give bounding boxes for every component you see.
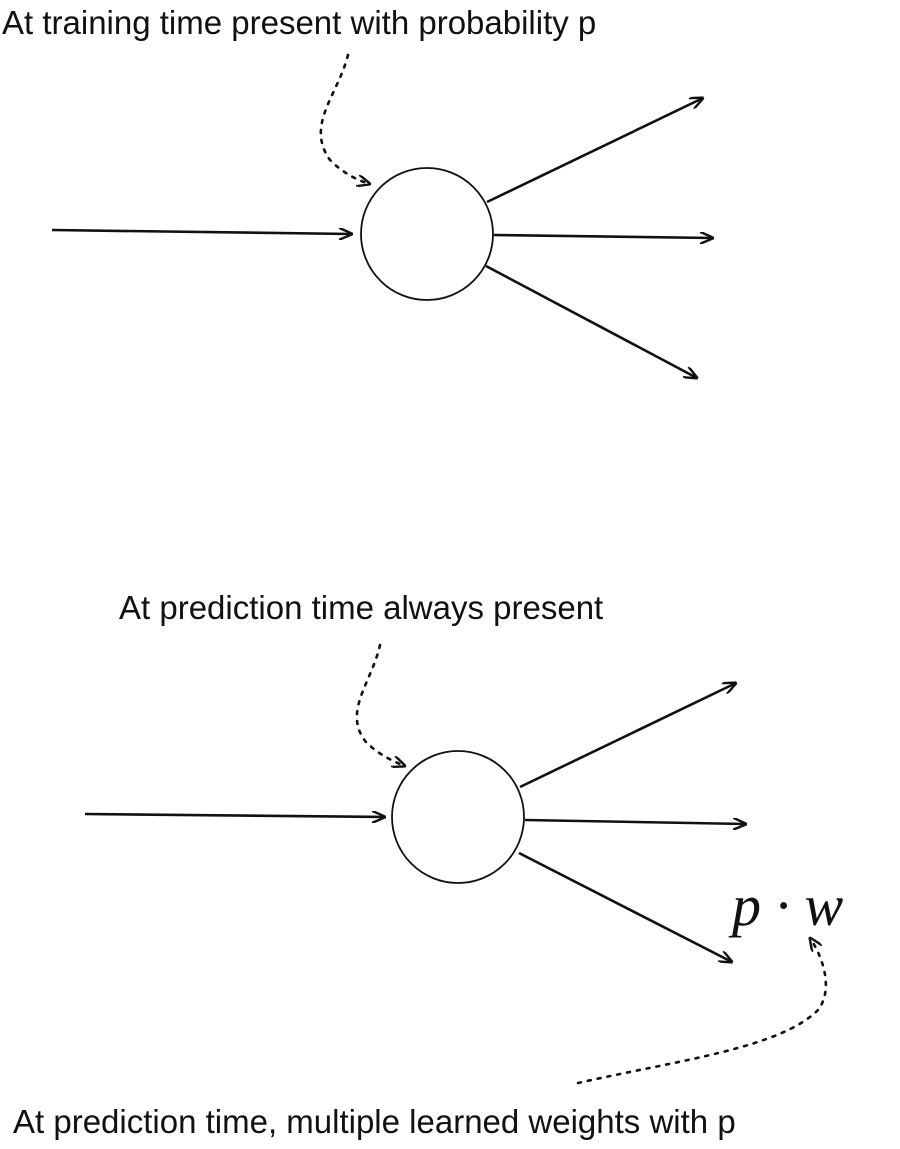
training-input-edge: [51, 230, 352, 234]
prediction-output-edge-middle: [524, 820, 746, 824]
prediction-pointer-arrow: [355, 643, 405, 766]
training-caption: At training time present with probabilit…: [2, 4, 596, 41]
prediction-panel: At prediction time always present p · w …: [13, 589, 844, 1140]
prediction-output-edge-lower: [518, 851, 732, 962]
prediction-output-edge-upper: [519, 683, 736, 789]
prediction-input-edge: [84, 814, 385, 817]
training-panel: At training time present with probabilit…: [2, 4, 713, 378]
weights-pointer-arrow: [576, 938, 828, 1085]
weight-formula: p · w: [728, 873, 844, 938]
training-output-edge-upper: [486, 98, 703, 204]
weights-caption: At prediction time, multiple learned wei…: [13, 1103, 736, 1140]
prediction-neuron: [391, 750, 525, 884]
training-neuron: [360, 167, 494, 301]
training-output-edge-lower: [485, 264, 697, 378]
training-output-edge-middle: [493, 235, 713, 238]
prediction-caption: At prediction time always present: [119, 589, 603, 626]
training-pointer-arrow: [319, 53, 370, 184]
